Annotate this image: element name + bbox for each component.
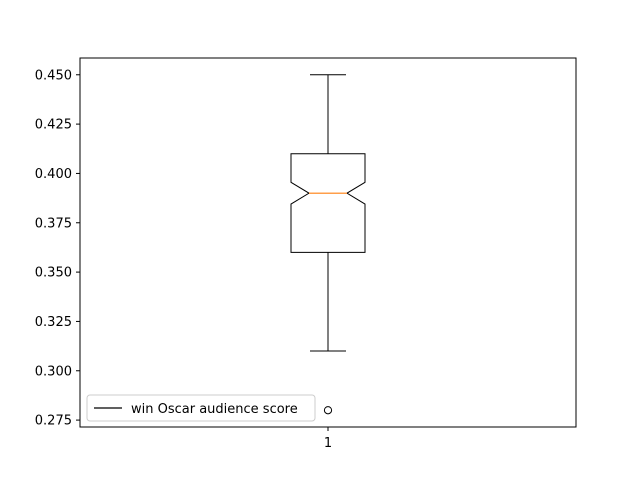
legend-box — [86, 394, 316, 422]
y-tick-label: 0.300 — [35, 364, 72, 379]
plot-frame — [79, 57, 577, 428]
box-plot-marks — [290, 74, 366, 415]
legend-entry-label: win Oscar audience score — [131, 402, 298, 417]
y-tick-label: 0.350 — [35, 266, 72, 281]
x-axis: 1 — [324, 427, 332, 451]
y-tick-label: 0.425 — [35, 118, 72, 133]
outlier-point — [323, 406, 333, 415]
y-tick-label: 0.400 — [35, 167, 72, 182]
y-tick-label: 0.275 — [35, 414, 72, 429]
x-tick-label: 1 — [324, 436, 332, 451]
legend: win Oscar audience score — [86, 394, 316, 422]
y-axis: 0.275 0.300 0.325 0.350 0.375 0.400 0.425 0.450 — [35, 68, 80, 429]
y-tick-label: 0.450 — [35, 68, 72, 83]
y-tick-label: 0.375 — [35, 216, 72, 231]
y-tick-label: 0.325 — [35, 315, 72, 330]
notched-box — [290, 153, 366, 253]
